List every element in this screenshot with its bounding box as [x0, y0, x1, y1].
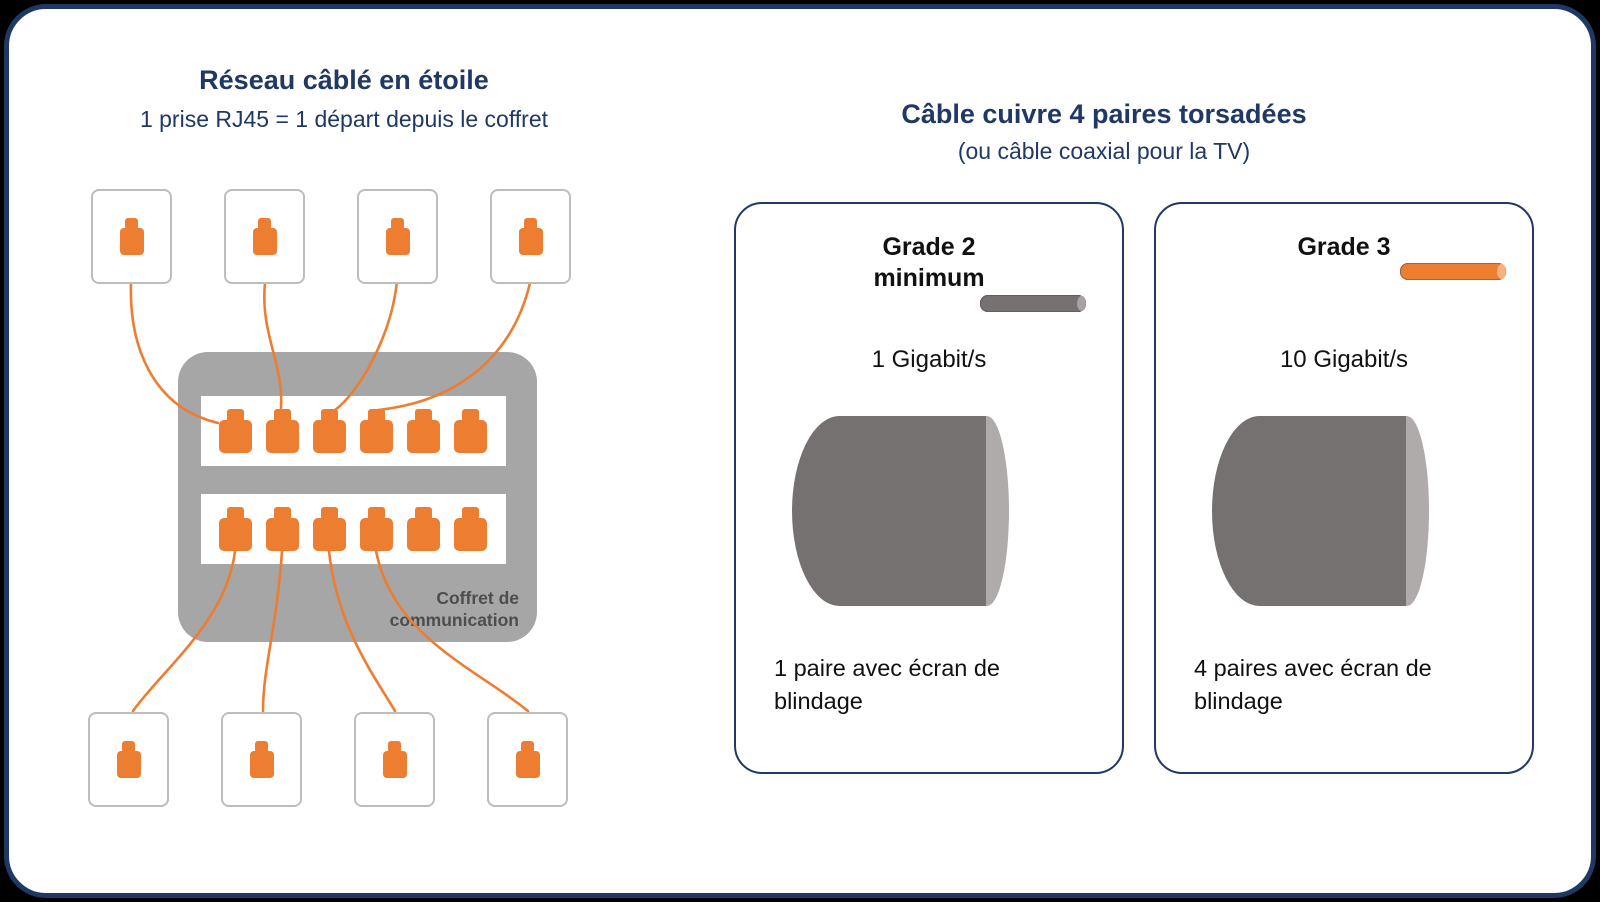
cable-sheath [792, 416, 986, 606]
rj45-port-icon [313, 409, 346, 466]
patch-panel-row [201, 396, 506, 466]
right-panel-title: Câble cuivre 4 paires torsadées [901, 99, 1307, 129]
rj45-port-icon [219, 507, 252, 564]
rj45-plug-icon [116, 741, 141, 778]
rj45-plug-icon [518, 218, 543, 255]
rj45-plug-icon [382, 741, 407, 778]
grade-card-description: 1 paire avec écran de blindage [774, 655, 1001, 714]
rj45-wall-socket [91, 189, 172, 284]
cable-wire-gray [980, 294, 1086, 312]
socket-row-bottom [88, 712, 568, 807]
grade-card-header: Grade 2 minimum [873, 233, 985, 293]
left-panel-title: Réseau câblé en étoile [199, 65, 489, 95]
rj45-wall-socket [490, 189, 571, 284]
rj45-port-icon [266, 409, 299, 466]
rj45-port-icon [454, 409, 487, 466]
rj45-plug-icon [119, 218, 144, 255]
rj45-wall-socket [357, 189, 438, 284]
communication-cabinet: Coffret de communication [178, 352, 537, 642]
grade-card-header: Grade 3 [1297, 233, 1391, 261]
rj45-wall-socket [224, 189, 305, 284]
cabinet-label: Coffret de communication [389, 587, 519, 631]
rj45-port-icon [407, 409, 440, 466]
rj45-wall-socket [487, 712, 568, 807]
rj45-port-icon [454, 507, 487, 564]
rj45-port-icon [219, 409, 252, 466]
left-panel-subtitle: 1 prise RJ45 = 1 départ depuis le coffre… [139, 106, 549, 132]
rj45-plug-icon [252, 218, 277, 255]
rj45-wall-socket [354, 712, 435, 807]
grade-card-speed: 1 Gigabit/s [871, 346, 987, 373]
rj45-port-icon [360, 409, 393, 466]
rj45-wall-socket [88, 712, 169, 807]
grade-card-speed: 10 Gigabit/s [1279, 346, 1409, 373]
rj45-plug-icon [515, 741, 540, 778]
rj45-wall-socket [221, 712, 302, 807]
rounded-frame: Réseau câblé en étoile 1 prise RJ45 = 1 … [4, 4, 1596, 898]
wire-end-cap [1497, 264, 1506, 280]
wire-end-cap [1077, 295, 1086, 311]
rj45-port-icon [266, 507, 299, 564]
grade-card-description: 4 paires avec écran de blindage [1194, 655, 1432, 714]
cable-wire-orange [1400, 263, 1506, 281]
cable-sheath [1212, 416, 1406, 606]
socket-row-top [91, 189, 571, 284]
rj45-port-icon [407, 507, 440, 564]
rj45-port-icon [360, 507, 393, 564]
right-panel-subtitle: (ou câble coaxial pour la TV) [957, 138, 1251, 164]
rj45-plug-icon [249, 741, 274, 778]
rj45-port-icon [313, 507, 346, 564]
rj45-plug-icon [385, 218, 410, 255]
patch-panel-row [201, 494, 506, 564]
grade-3-card: Grade 3 10 Gigabit/s 4 paires avec écran… [1154, 202, 1534, 774]
grade-2-card: Grade 2 minimum 1 Gigabit/s 1 paire avec… [734, 202, 1124, 774]
